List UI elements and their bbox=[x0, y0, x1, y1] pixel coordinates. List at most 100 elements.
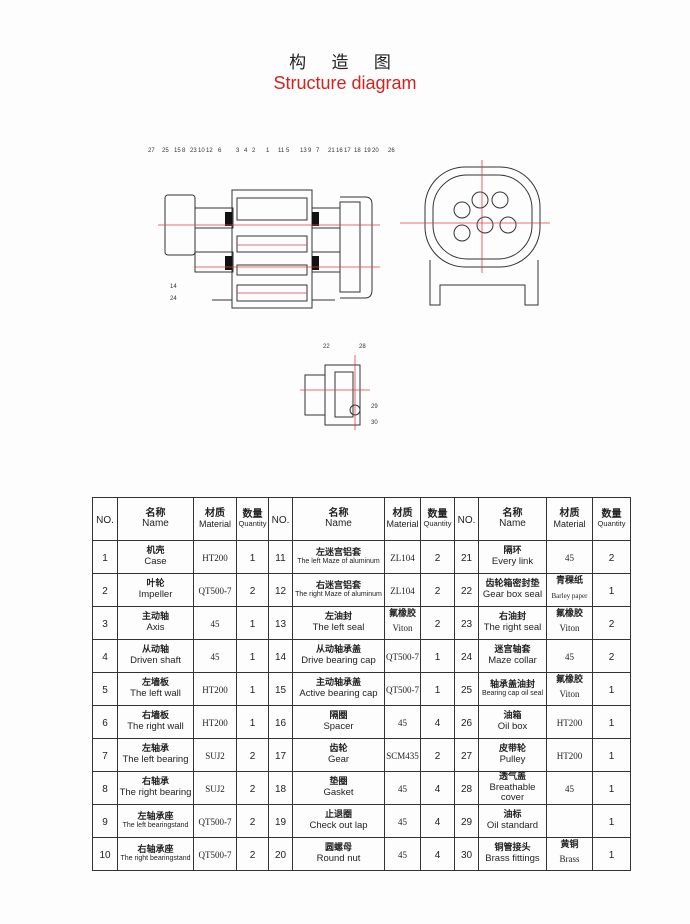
part-no: 15 bbox=[268, 672, 293, 706]
label-22: 22 bbox=[323, 344, 330, 350]
part-material: QT500-7 bbox=[384, 639, 421, 673]
part-material: 45 bbox=[193, 606, 237, 640]
part-no: 30 bbox=[454, 837, 479, 871]
label-27: 27 bbox=[148, 148, 155, 154]
part-quantity: 4 bbox=[420, 837, 455, 871]
label-19: 19 bbox=[364, 148, 371, 154]
part-quantity: 1 bbox=[592, 837, 631, 871]
part-no: 28 bbox=[454, 771, 479, 805]
label-11: 11 bbox=[278, 148, 285, 154]
header-no: NO. bbox=[454, 497, 479, 541]
label-23: 23 bbox=[190, 148, 197, 154]
label-10: 10 bbox=[198, 148, 205, 154]
part-no: 9 bbox=[92, 804, 118, 838]
part-no: 18 bbox=[268, 771, 293, 805]
part-material: QT500-7 bbox=[384, 672, 421, 706]
structure-drawing-end bbox=[400, 160, 550, 306]
part-material: SUJ2 bbox=[193, 771, 237, 805]
label-5: 5 bbox=[286, 148, 290, 154]
label-29: 29 bbox=[371, 404, 378, 410]
part-quantity: 2 bbox=[420, 738, 455, 772]
part-quantity: 2 bbox=[236, 837, 269, 871]
part-material: QT500-7 bbox=[193, 573, 237, 607]
part-material: 45 bbox=[193, 639, 237, 673]
label-18: 18 bbox=[354, 148, 361, 154]
part-quantity: 2 bbox=[236, 738, 269, 772]
part-no: 11 bbox=[268, 540, 293, 574]
part-no: 24 bbox=[454, 639, 479, 673]
label-28: 28 bbox=[359, 344, 366, 350]
part-quantity: 1 bbox=[592, 771, 631, 805]
part-no: 17 bbox=[268, 738, 293, 772]
part-quantity: 1 bbox=[236, 639, 269, 673]
header-no: NO. bbox=[92, 497, 118, 541]
part-quantity: 4 bbox=[420, 804, 455, 838]
label-21: 21 bbox=[328, 148, 335, 154]
part-quantity: 2 bbox=[592, 606, 631, 640]
part-no: 12 bbox=[268, 573, 293, 607]
part-material: HT200 bbox=[546, 705, 593, 739]
label-8: 8 bbox=[182, 148, 186, 154]
label-30: 30 bbox=[371, 420, 378, 426]
part-quantity: 2 bbox=[236, 771, 269, 805]
label-17: 17 bbox=[344, 148, 351, 154]
part-material: HT200 bbox=[193, 540, 237, 574]
part-material: ZL104 bbox=[384, 540, 421, 574]
part-no: 6 bbox=[92, 705, 118, 739]
structure-drawing-detail: 22 28 29 30 bbox=[300, 344, 378, 430]
part-no: 8 bbox=[92, 771, 118, 805]
label-1: 1 bbox=[266, 148, 270, 154]
label-4: 4 bbox=[244, 148, 248, 154]
label-2: 2 bbox=[252, 148, 256, 154]
part-quantity: 1 bbox=[236, 705, 269, 739]
part-material: 45 bbox=[384, 771, 421, 805]
part-quantity: 2 bbox=[420, 573, 455, 607]
svg-text:14: 14 bbox=[170, 284, 177, 290]
part-quantity: 2 bbox=[236, 573, 269, 607]
part-no: 23 bbox=[454, 606, 479, 640]
part-no: 5 bbox=[92, 672, 118, 706]
part-quantity: 1 bbox=[236, 540, 269, 574]
header-no: NO. bbox=[268, 497, 293, 541]
part-material: 45 bbox=[384, 804, 421, 838]
part-no: 1 bbox=[92, 540, 118, 574]
part-quantity: 1 bbox=[420, 639, 455, 673]
part-no: 22 bbox=[454, 573, 479, 607]
part-no: 3 bbox=[92, 606, 118, 640]
part-material: QT500-7 bbox=[193, 804, 237, 838]
